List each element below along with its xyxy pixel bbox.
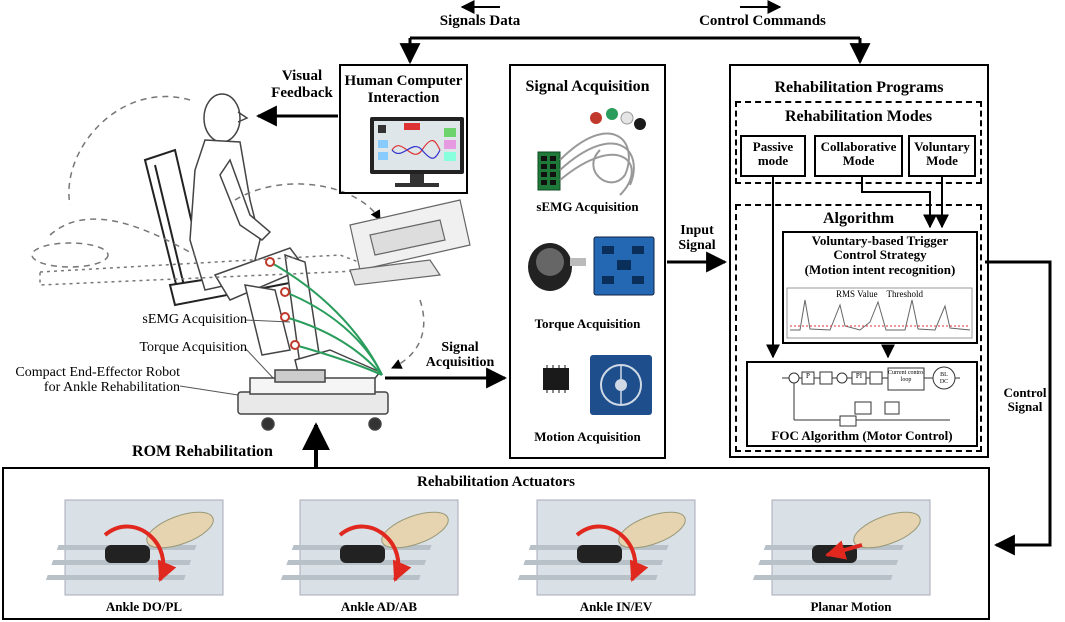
signal-acquisition-side-label: Signal Acquisition: [425, 340, 495, 371]
robot-label: Compact End-Effector Robot for Ankle Reh…: [15, 365, 180, 396]
signals-data-label: Signals Data: [439, 13, 521, 29]
rom-rehabilitation-label: ROM Rehabilitation: [132, 443, 273, 460]
collaborative-mode-box: [814, 135, 903, 177]
signal-acquisition-title: Signal Acquisition: [525, 78, 650, 95]
actuators-title: Rehabilitation Actuators: [417, 474, 575, 490]
hci-box: [339, 64, 468, 194]
control-signal-label: Control Signal: [1003, 385, 1047, 415]
modes-title: Rehabilitation Modes: [784, 108, 933, 125]
motion-device: [543, 355, 652, 415]
motion-acquisition-item: Motion Acquisition: [534, 429, 641, 444]
robot-elevated: [349, 199, 471, 286]
visual-feedback-label: Visual Feedback: [271, 68, 333, 101]
passive-mode-box: [740, 135, 806, 177]
emg-electrodes: [265, 257, 383, 376]
voluntary-mode-box: [908, 135, 976, 177]
actuators-box: [2, 467, 990, 620]
strategy-label: Voluntary-based Trigger Control Strategy…: [804, 233, 956, 277]
actuator-label: Planar Motion: [810, 599, 892, 614]
foc-block-pi: PI: [855, 372, 863, 380]
control-signal-path: [985, 260, 1052, 556]
patient-figure: [143, 93, 382, 383]
torque-acquisition-label: Torque Acquisition: [139, 340, 247, 355]
semg-device: [537, 108, 646, 196]
actuator-label: Ankle DO/PL: [105, 599, 183, 614]
foc-block-p: P: [806, 372, 810, 380]
top-connector: [399, 36, 871, 65]
actuator-thumbnail: [280, 499, 459, 596]
collaborative-mode-label: Collaborative Mode: [820, 139, 897, 169]
algorithm-title: Algorithm: [822, 210, 895, 227]
programs-title: Rehabilitation Programs: [774, 79, 944, 96]
control-commands-label: Control Commands: [699, 13, 826, 29]
foc-title: FOC Algorithm (Motor Control): [771, 428, 953, 443]
rms-plot: [786, 287, 973, 339]
passive-mode-label: Passive mode: [752, 139, 794, 169]
programs-box: [729, 64, 989, 458]
actuator-thumbnail: [45, 499, 224, 596]
actuator-thumbnail: [752, 499, 931, 596]
signal-acquisition-box: [509, 64, 666, 459]
semg-acquisition-label: sEMG Acquisition: [142, 312, 247, 327]
leader-lines: [179, 319, 291, 396]
actuator-label: Ankle AD/AB: [340, 599, 418, 614]
foc-diagram: [782, 366, 960, 427]
foc-block-bldc: BL DC: [939, 372, 949, 385]
strategy-box: [782, 231, 978, 344]
semg-acquisition-item: sEMG Acquisition: [536, 199, 639, 214]
algorithm-box: [735, 204, 982, 452]
actuator-label: Ankle IN/EV: [579, 599, 653, 614]
robot-base: [237, 369, 389, 431]
rms-legend: RMS Value Threshold: [836, 289, 923, 299]
hci-title: Human Computer Interaction: [344, 73, 463, 106]
torque-device: [528, 236, 655, 296]
program-connectors: [766, 177, 949, 359]
voluntary-mode-label: Voluntary Mode: [914, 139, 970, 169]
hci-monitor: [370, 117, 464, 187]
input-signal-label: Input Signal: [678, 223, 716, 254]
torque-acquisition-item: Torque Acquisition: [534, 316, 641, 331]
foc-box: [746, 361, 978, 447]
foc-block-current: Current control loop: [888, 370, 925, 383]
modes-box: [735, 101, 982, 184]
actuator-thumbnail: [517, 499, 696, 596]
